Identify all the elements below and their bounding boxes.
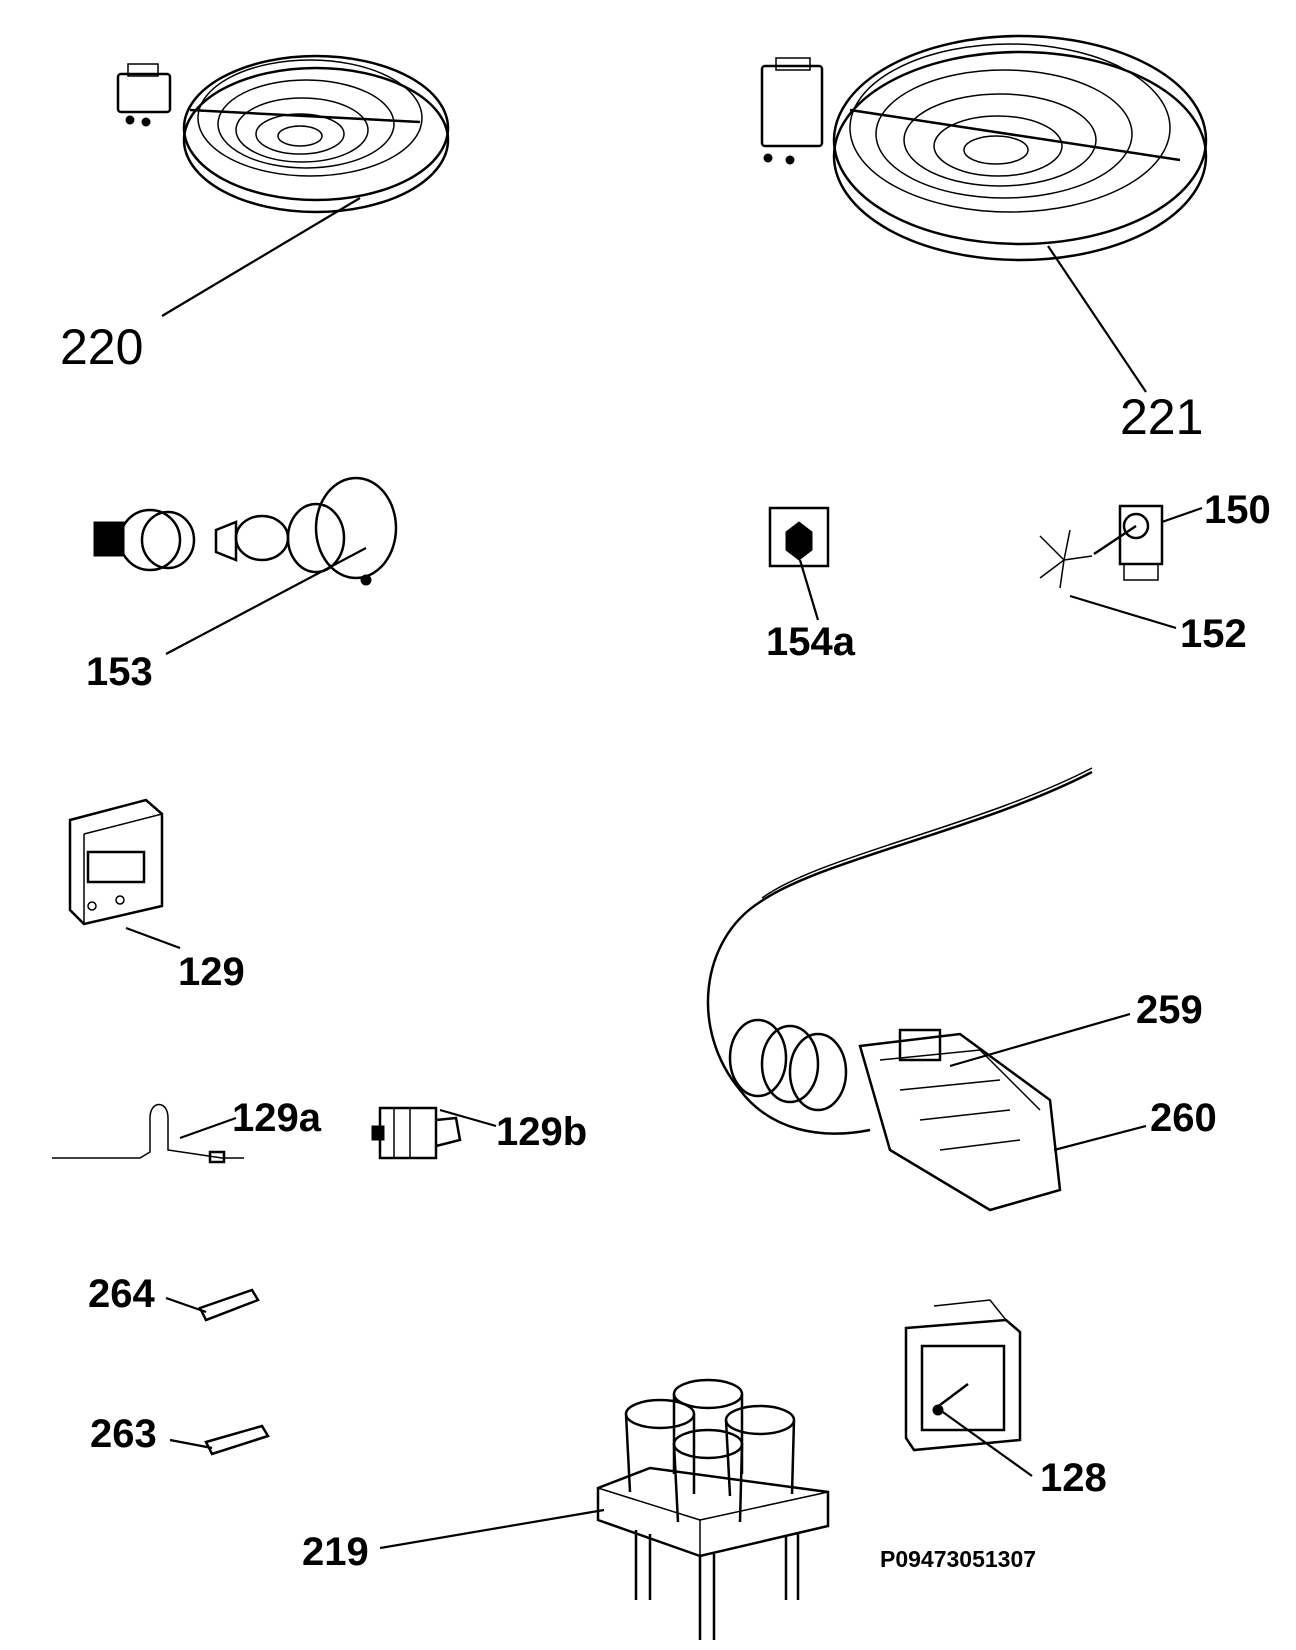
callout-219: 219 <box>302 1530 369 1574</box>
radiant-hotplate-large-icon <box>760 34 1208 262</box>
callout-152: 152 <box>1180 612 1247 656</box>
callout-260: 260 <box>1150 1096 1217 1140</box>
callout-154a: 154a <box>766 620 855 664</box>
thermostat-icon <box>904 1299 1022 1452</box>
callout-129: 129 <box>178 950 245 994</box>
callout-129a: 129a <box>232 1096 321 1140</box>
burner-support-icon <box>596 1378 830 1640</box>
callout-150: 150 <box>1204 488 1271 532</box>
oven-lamp-assembly-icon <box>93 476 398 586</box>
callout-259: 259 <box>1136 988 1203 1032</box>
callout-129b: 129b <box>496 1110 588 1154</box>
callout-263: 263 <box>90 1412 157 1456</box>
callout-220: 220 <box>60 319 144 375</box>
electronic-timer-icon <box>68 798 164 926</box>
callout-128: 128 <box>1040 1456 1107 1500</box>
callout-153: 153 <box>86 650 153 694</box>
selector-switch-with-cable-icon <box>706 767 1093 1212</box>
callout-264: 264 <box>88 1272 155 1316</box>
radiant-hotplate-small-icon <box>116 54 450 214</box>
drawing-code: P09473051307 <box>880 1546 1037 1572</box>
terminal-pin-icon <box>198 1288 270 1456</box>
temperature-sensor-icon <box>52 1103 244 1164</box>
switch-plate-icon <box>768 506 830 568</box>
fan-motor-icon <box>1039 504 1164 589</box>
terminal-connector-icon <box>371 1106 462 1160</box>
callout-221: 221 <box>1120 389 1204 445</box>
